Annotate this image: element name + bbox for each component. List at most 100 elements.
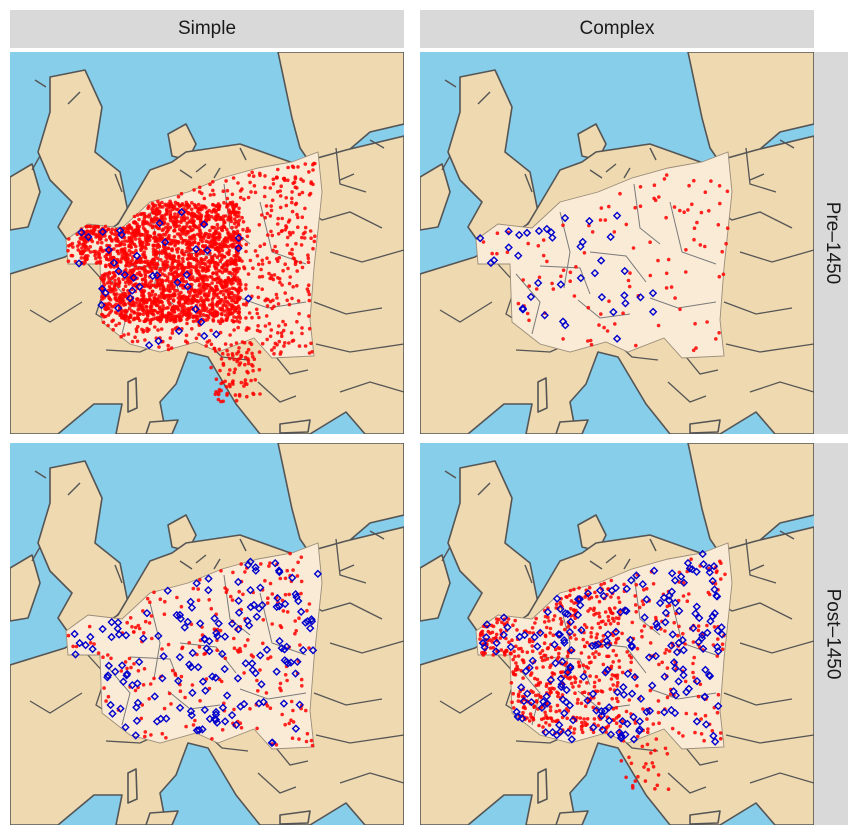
blue-diamond-point <box>568 715 578 725</box>
blue-diamond-point <box>588 641 597 651</box>
red-point <box>648 273 653 278</box>
red-point <box>592 680 597 685</box>
blue-diamond-point <box>576 273 586 283</box>
red-point <box>533 676 537 681</box>
red-point <box>230 306 235 311</box>
red-point <box>175 595 179 600</box>
red-point <box>197 314 202 318</box>
red-point <box>140 703 145 707</box>
red-point <box>586 339 590 343</box>
red-point <box>162 221 167 225</box>
red-points <box>66 161 317 404</box>
red-point <box>512 706 516 710</box>
red-point <box>283 341 287 345</box>
red-point <box>124 268 128 272</box>
blue-diamond-point <box>174 326 184 336</box>
coastline-detail <box>589 169 603 179</box>
red-point <box>235 315 239 320</box>
red-point <box>510 700 514 704</box>
red-point <box>224 590 229 595</box>
red-point <box>270 622 275 626</box>
red-point <box>568 588 573 593</box>
blue-diamond-point <box>222 691 232 700</box>
red-point <box>646 727 650 731</box>
red-point <box>132 233 137 238</box>
red-point <box>268 334 273 339</box>
red-point <box>83 245 88 249</box>
blue-diamond-point <box>692 567 701 576</box>
red-point <box>662 177 667 181</box>
blue-diamond-point <box>611 583 620 593</box>
region-border <box>669 201 717 265</box>
red-point <box>278 624 283 628</box>
blue-diamond-point <box>539 697 548 706</box>
red-point <box>233 211 238 216</box>
red-point <box>597 701 601 706</box>
red-point <box>218 290 223 295</box>
red-point <box>277 339 282 344</box>
red-point <box>633 779 638 783</box>
red-point <box>230 225 234 230</box>
country-border <box>335 538 367 584</box>
red-point <box>192 188 196 192</box>
red-point <box>554 709 558 714</box>
red-point <box>568 725 573 729</box>
red-point <box>211 311 215 316</box>
red-point <box>217 246 221 250</box>
red-point <box>225 289 229 294</box>
red-point <box>166 347 171 352</box>
red-point <box>258 668 262 672</box>
blue-diamond-point <box>122 671 131 680</box>
red-point <box>236 251 240 255</box>
red-point <box>146 270 151 274</box>
red-point <box>677 731 681 735</box>
red-point <box>163 202 167 207</box>
red-point <box>83 260 87 264</box>
red-point <box>236 181 240 185</box>
red-point <box>123 280 128 285</box>
red-point <box>191 227 195 232</box>
red-point <box>186 204 191 208</box>
red-point <box>206 240 211 244</box>
red-point <box>219 246 224 250</box>
red-point <box>204 218 208 222</box>
blue-diamond-point <box>675 606 684 616</box>
blue-diamond-point <box>131 731 140 740</box>
red-point <box>231 320 236 324</box>
red-point <box>98 247 103 252</box>
blue-diamond-point <box>602 636 611 646</box>
red-point <box>154 236 159 241</box>
red-point <box>95 224 100 229</box>
red-point <box>286 178 290 183</box>
red-point <box>554 602 559 606</box>
blue-diamond-point <box>227 619 237 628</box>
red-point <box>515 664 519 669</box>
blue-diamond-point <box>70 629 79 639</box>
red-point <box>488 646 493 650</box>
red-point <box>274 249 279 254</box>
red-point <box>136 307 140 312</box>
red-point <box>240 215 244 220</box>
red-point <box>199 275 204 280</box>
blue-diamond-point <box>618 716 627 726</box>
blue-diamond-point <box>205 714 215 724</box>
blue-diamond-point <box>183 617 192 627</box>
red-point <box>234 341 239 345</box>
blue-diamond-point <box>629 712 638 722</box>
red-point <box>180 283 184 287</box>
red-point <box>121 292 125 296</box>
blue-diamond-point <box>698 630 707 640</box>
red-point <box>306 256 311 261</box>
red-point <box>214 218 218 222</box>
blue-diamond-point <box>186 662 196 672</box>
blue-diamond-point <box>546 675 556 685</box>
blue-diamond-point <box>144 340 154 350</box>
red-point <box>223 342 228 346</box>
red-point <box>187 265 191 270</box>
blue-diamond-point <box>627 576 636 585</box>
red-point <box>230 192 235 197</box>
red-point <box>606 614 611 619</box>
red-point <box>527 639 532 644</box>
red-point <box>666 787 671 791</box>
